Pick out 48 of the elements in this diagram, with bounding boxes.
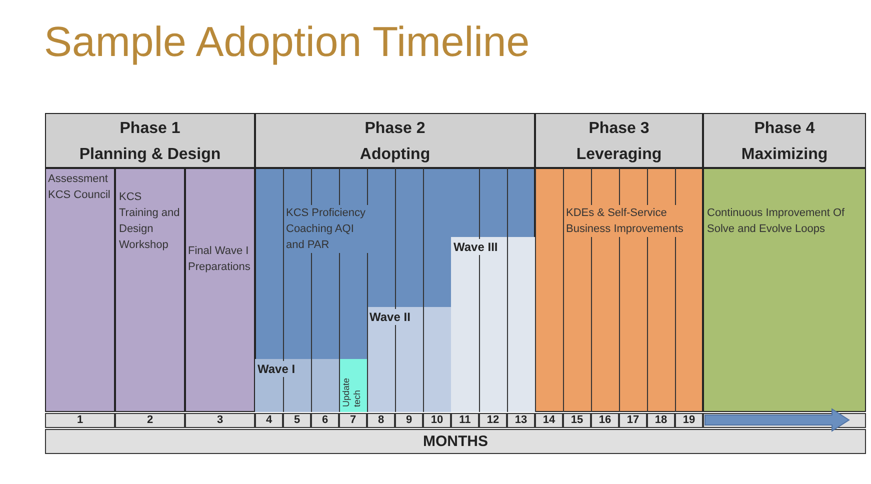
month-number: 18	[647, 413, 675, 428]
activity-label: KCS Proficiency Coaching AQI and PAR	[286, 205, 370, 253]
phase-number: Phase 4	[753, 119, 816, 139]
month-number: 3	[185, 413, 255, 428]
phase-number: Phase 3	[588, 119, 650, 139]
month-number: 6	[311, 413, 339, 428]
wave-label: Wave II	[370, 308, 410, 324]
month-number: 15	[563, 413, 591, 428]
activity-block	[535, 168, 703, 412]
month-number: 19	[675, 413, 703, 428]
phase-header	[255, 113, 535, 168]
month-number: 7	[339, 413, 367, 428]
axis-label: MONTHS	[45, 429, 866, 454]
phase-number: Phase 2	[364, 119, 426, 139]
activity-block	[338, 358, 366, 412]
activity-block	[45, 168, 115, 412]
month-number: 8	[367, 413, 395, 428]
activity-block	[703, 168, 866, 412]
month-number: 10	[423, 413, 451, 428]
month-number: 9	[395, 413, 423, 428]
month-number: 5	[283, 413, 311, 428]
wave-block	[366, 306, 450, 412]
wave-label: Wave I	[258, 360, 296, 376]
month-number: 2	[115, 413, 185, 428]
phase-name: Maximizing	[740, 145, 829, 165]
month-number: 13	[507, 413, 535, 428]
phase-header	[535, 113, 703, 168]
activity-block	[185, 168, 255, 412]
phase-header	[703, 113, 866, 168]
activity-block	[255, 168, 535, 412]
phase-name: Leveraging	[575, 145, 663, 165]
title: Sample Adoption Timeline	[44, 18, 530, 66]
wave-label: Wave III	[454, 238, 498, 254]
month-number: 14	[535, 413, 563, 428]
wave-block	[254, 358, 338, 412]
activity-label: KCS Training and Design Workshop	[119, 189, 181, 253]
month-number: 11	[451, 413, 479, 428]
month-number: 12	[479, 413, 507, 428]
activity-block	[115, 168, 185, 412]
wave-block	[450, 236, 534, 412]
phase-name: Planning & Design	[78, 145, 222, 165]
phase-header	[45, 113, 255, 168]
phase-number: Phase 1	[118, 119, 182, 139]
phase-name: Adopting	[358, 145, 432, 165]
month-number: 4	[255, 413, 283, 428]
month-number: 1	[45, 413, 115, 428]
month-number: 16	[591, 413, 619, 428]
month-number: 17	[619, 413, 647, 428]
